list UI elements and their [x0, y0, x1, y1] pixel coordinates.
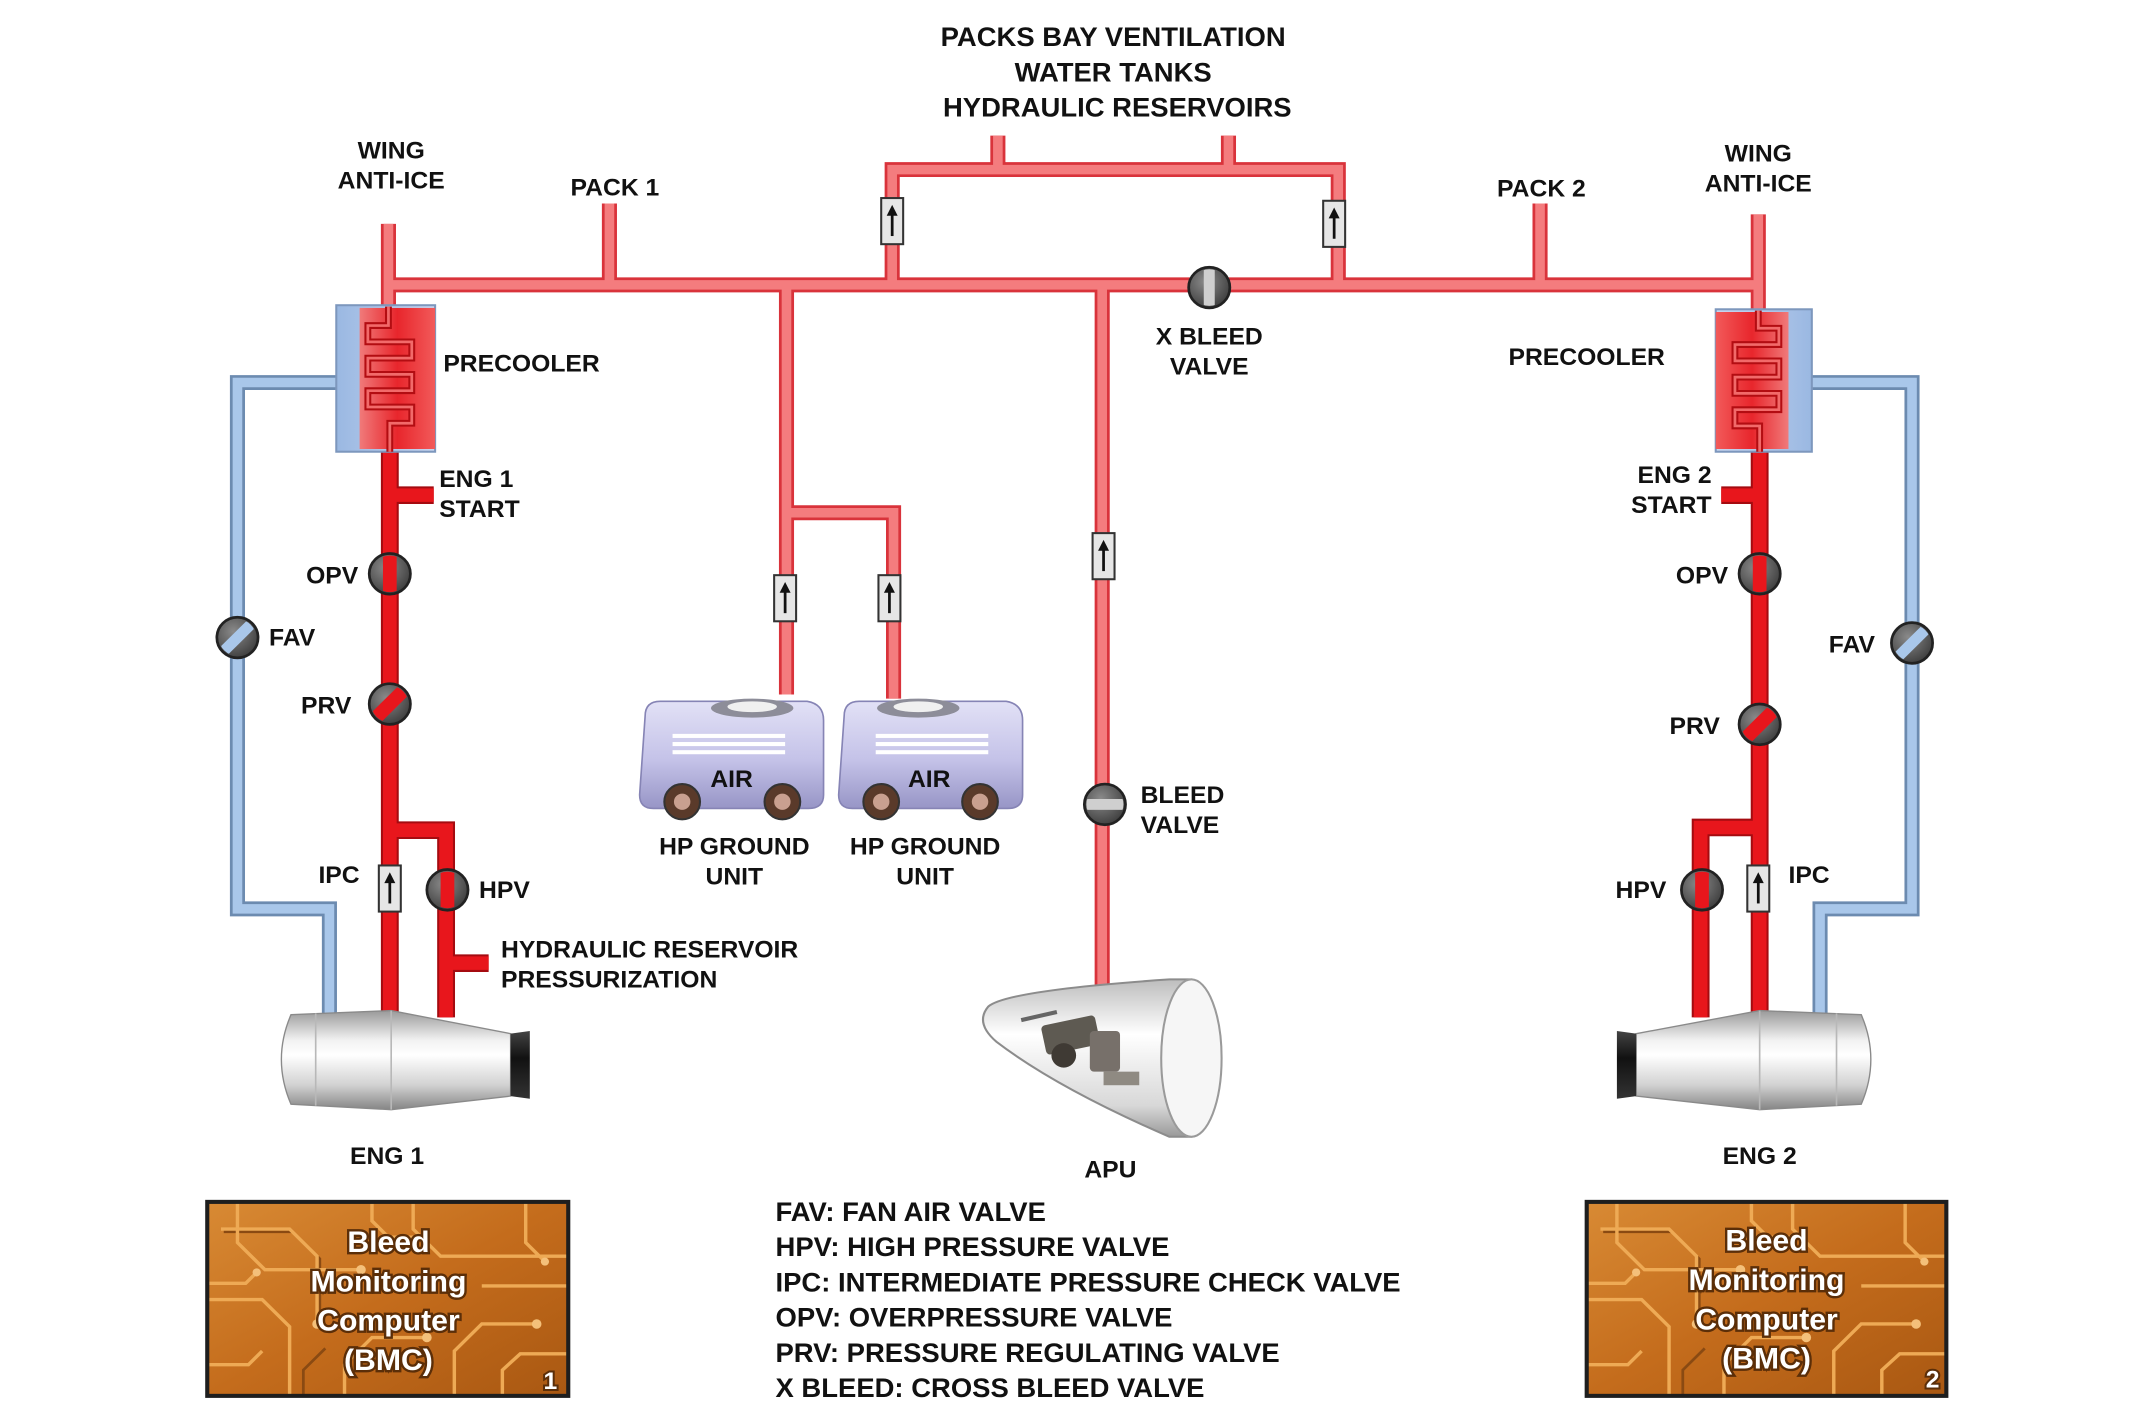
right-fav-valve [1890, 621, 1934, 665]
bmc-2-line-3: Computer [1695, 1304, 1838, 1337]
engine-1 [280, 1009, 530, 1111]
fan-air-ducts [229, 375, 1920, 1018]
left-wing-anti-ice-label-2: ANTI-ICE [338, 168, 445, 195]
right-ipc-label: IPC [1788, 862, 1829, 889]
right-hpv-valve [1680, 868, 1724, 912]
right-prv-label: PRV [1670, 713, 1721, 740]
ground-unit-1-check-valve [773, 574, 798, 623]
ground-unit-2-label-2: UNIT [896, 864, 954, 891]
ground-unit-2-duct-fill [786, 508, 899, 699]
eng-2-hp-duct-fill [1693, 820, 1760, 1018]
right-opv-valve [1737, 552, 1782, 596]
apu-label: APU [1084, 1157, 1136, 1184]
hydraulic-reservoir-label-1: HYDRAULIC RESERVOIR [501, 937, 799, 964]
eng-1-start-label-2: START [439, 496, 519, 523]
bmc-1-number: 1 [544, 1368, 558, 1395]
bmc-2-number: 2 [1926, 1367, 1940, 1394]
right-fan-air-duct [1811, 375, 1920, 1018]
x-bleed-valve [1187, 265, 1232, 310]
ground-unit-2-check-valve [877, 574, 902, 623]
eng-2-start-label-1: ENG 2 [1638, 462, 1712, 489]
legend-item-opv: OPV: OVERPRESSURE VALVE [776, 1302, 1173, 1333]
eng-1-start-label-1: ENG 1 [439, 466, 513, 493]
hp-ground-unit-1: AIR [638, 698, 825, 821]
left-ipc-label: IPC [318, 862, 359, 889]
bleed-duct-outlines [380, 135, 1766, 988]
legend-item-prv: PRV: PRESSURE REGULATING VALVE [776, 1337, 1280, 1368]
apu-bleed-valve-label-1: BLEED [1141, 782, 1225, 809]
bmc-1-line-2: Monitoring [310, 1266, 466, 1299]
left-hpv-label: HPV [479, 877, 530, 904]
right-hpv-label: HPV [1616, 877, 1667, 904]
legend-item-fav: FAV: FAN AIR VALVE [776, 1196, 1046, 1227]
right-prv-valve [1737, 702, 1782, 747]
legend-item-ipc: IPC: INTERMEDIATE PRESSURE CHECK VALVE [776, 1267, 1401, 1298]
legend-item-hpv: HPV: HIGH PRESSURE VALVE [776, 1231, 1170, 1262]
packs-bay-branch-duct [884, 162, 1346, 285]
bmc-1-line-4: (BMC) [344, 1344, 433, 1377]
right-precooler [1714, 308, 1813, 453]
x-bleed-label-2: VALVE [1170, 354, 1249, 381]
left-fan-air-duct-fill [232, 377, 337, 1018]
left-prv-label: PRV [301, 693, 352, 720]
x-bleed-label-1: X BLEED [1156, 324, 1263, 351]
ground-unit-2-label-1: HP GROUND [850, 834, 1000, 861]
bmc-2-line-1: Bleed [1725, 1225, 1807, 1258]
hp-ground-unit-2: AIR [837, 698, 1024, 821]
left-prv-valve [367, 682, 412, 726]
hydraulic-reservoir-label-2: PRESSURIZATION [501, 967, 717, 994]
engine-bleed-ducts [380, 447, 1769, 1018]
left-fav-label: FAV [269, 625, 316, 652]
ground-unit-1-air-tag: AIR [710, 766, 753, 793]
legend-item-x-bleed: X BLEED: CROSS BLEED VALVE [776, 1372, 1205, 1403]
right-precooler-label: PRECOOLER [1509, 344, 1666, 371]
ground-unit-1-label-1: HP GROUND [659, 834, 809, 861]
header-line-water-tanks: WATER TANKS [1015, 57, 1212, 88]
left-opv-label: OPV [306, 562, 359, 589]
left-precooler [335, 304, 437, 453]
left-ipc-check-valve [377, 864, 402, 913]
pack-2-label: PACK 2 [1497, 176, 1586, 203]
left-opv-valve [367, 552, 412, 596]
right-fav-label: FAV [1829, 632, 1876, 659]
apu-bleed-valve [1082, 782, 1127, 827]
apu-bleed-valve-label-2: VALVE [1141, 812, 1220, 839]
left-wing-anti-ice-label-1: WING [358, 138, 425, 165]
bmc-2-line-2: Monitoring [1689, 1264, 1845, 1297]
bmc-2-line-4: (BMC) [1722, 1343, 1811, 1376]
right-opv-label: OPV [1676, 562, 1729, 589]
right-wing-anti-ice-label-2: ANTI-ICE [1705, 170, 1812, 197]
engine-2 [1616, 1009, 1872, 1111]
ground-unit-1-label-2: UNIT [706, 864, 764, 891]
packs-bay-check-valve-right [1322, 199, 1347, 248]
pack-1-label: PACK 1 [571, 174, 660, 201]
bmc-1-line-3: Computer [317, 1305, 460, 1338]
right-wing-anti-ice-label-1: WING [1725, 141, 1792, 168]
apu-unit [981, 978, 1223, 1138]
bleed-duct-fills [383, 135, 1764, 988]
packs-bay-check-valve-left [880, 197, 905, 246]
header-line-packs-bay: PACKS BAY VENTILATION [941, 21, 1286, 52]
apu-check-valve [1091, 532, 1116, 581]
left-hpv-valve [425, 868, 470, 912]
bmc-2-board: Bleed Monitoring Computer (BMC) 2 [1584, 1199, 1950, 1398]
bmc-1-board: Bleed Monitoring Computer (BMC) 1 [205, 1199, 571, 1398]
eng-2-start-label-2: START [1631, 492, 1711, 519]
packs-bay-branch-duct-fill [887, 164, 1344, 285]
eng-2-label: ENG 2 [1723, 1143, 1797, 1170]
ground-unit-2-air-tag: AIR [908, 766, 951, 793]
abbreviation-legend: FAV: FAN AIR VALVE HPV: HIGH PRESSURE VA… [776, 1196, 1401, 1403]
left-fav-valve [215, 615, 260, 660]
left-precooler-label: PRECOOLER [443, 351, 600, 378]
right-ipc-check-valve [1746, 864, 1771, 913]
eng-1-label: ENG 1 [350, 1143, 424, 1170]
bmc-1-line-1: Bleed [347, 1226, 429, 1259]
header-line-hydraulic-reservoirs: HYDRAULIC RESERVOIRS [943, 92, 1292, 123]
right-fan-air-duct-fill [1811, 377, 1917, 1018]
eng-1-hp-duct-fill [389, 823, 453, 1018]
